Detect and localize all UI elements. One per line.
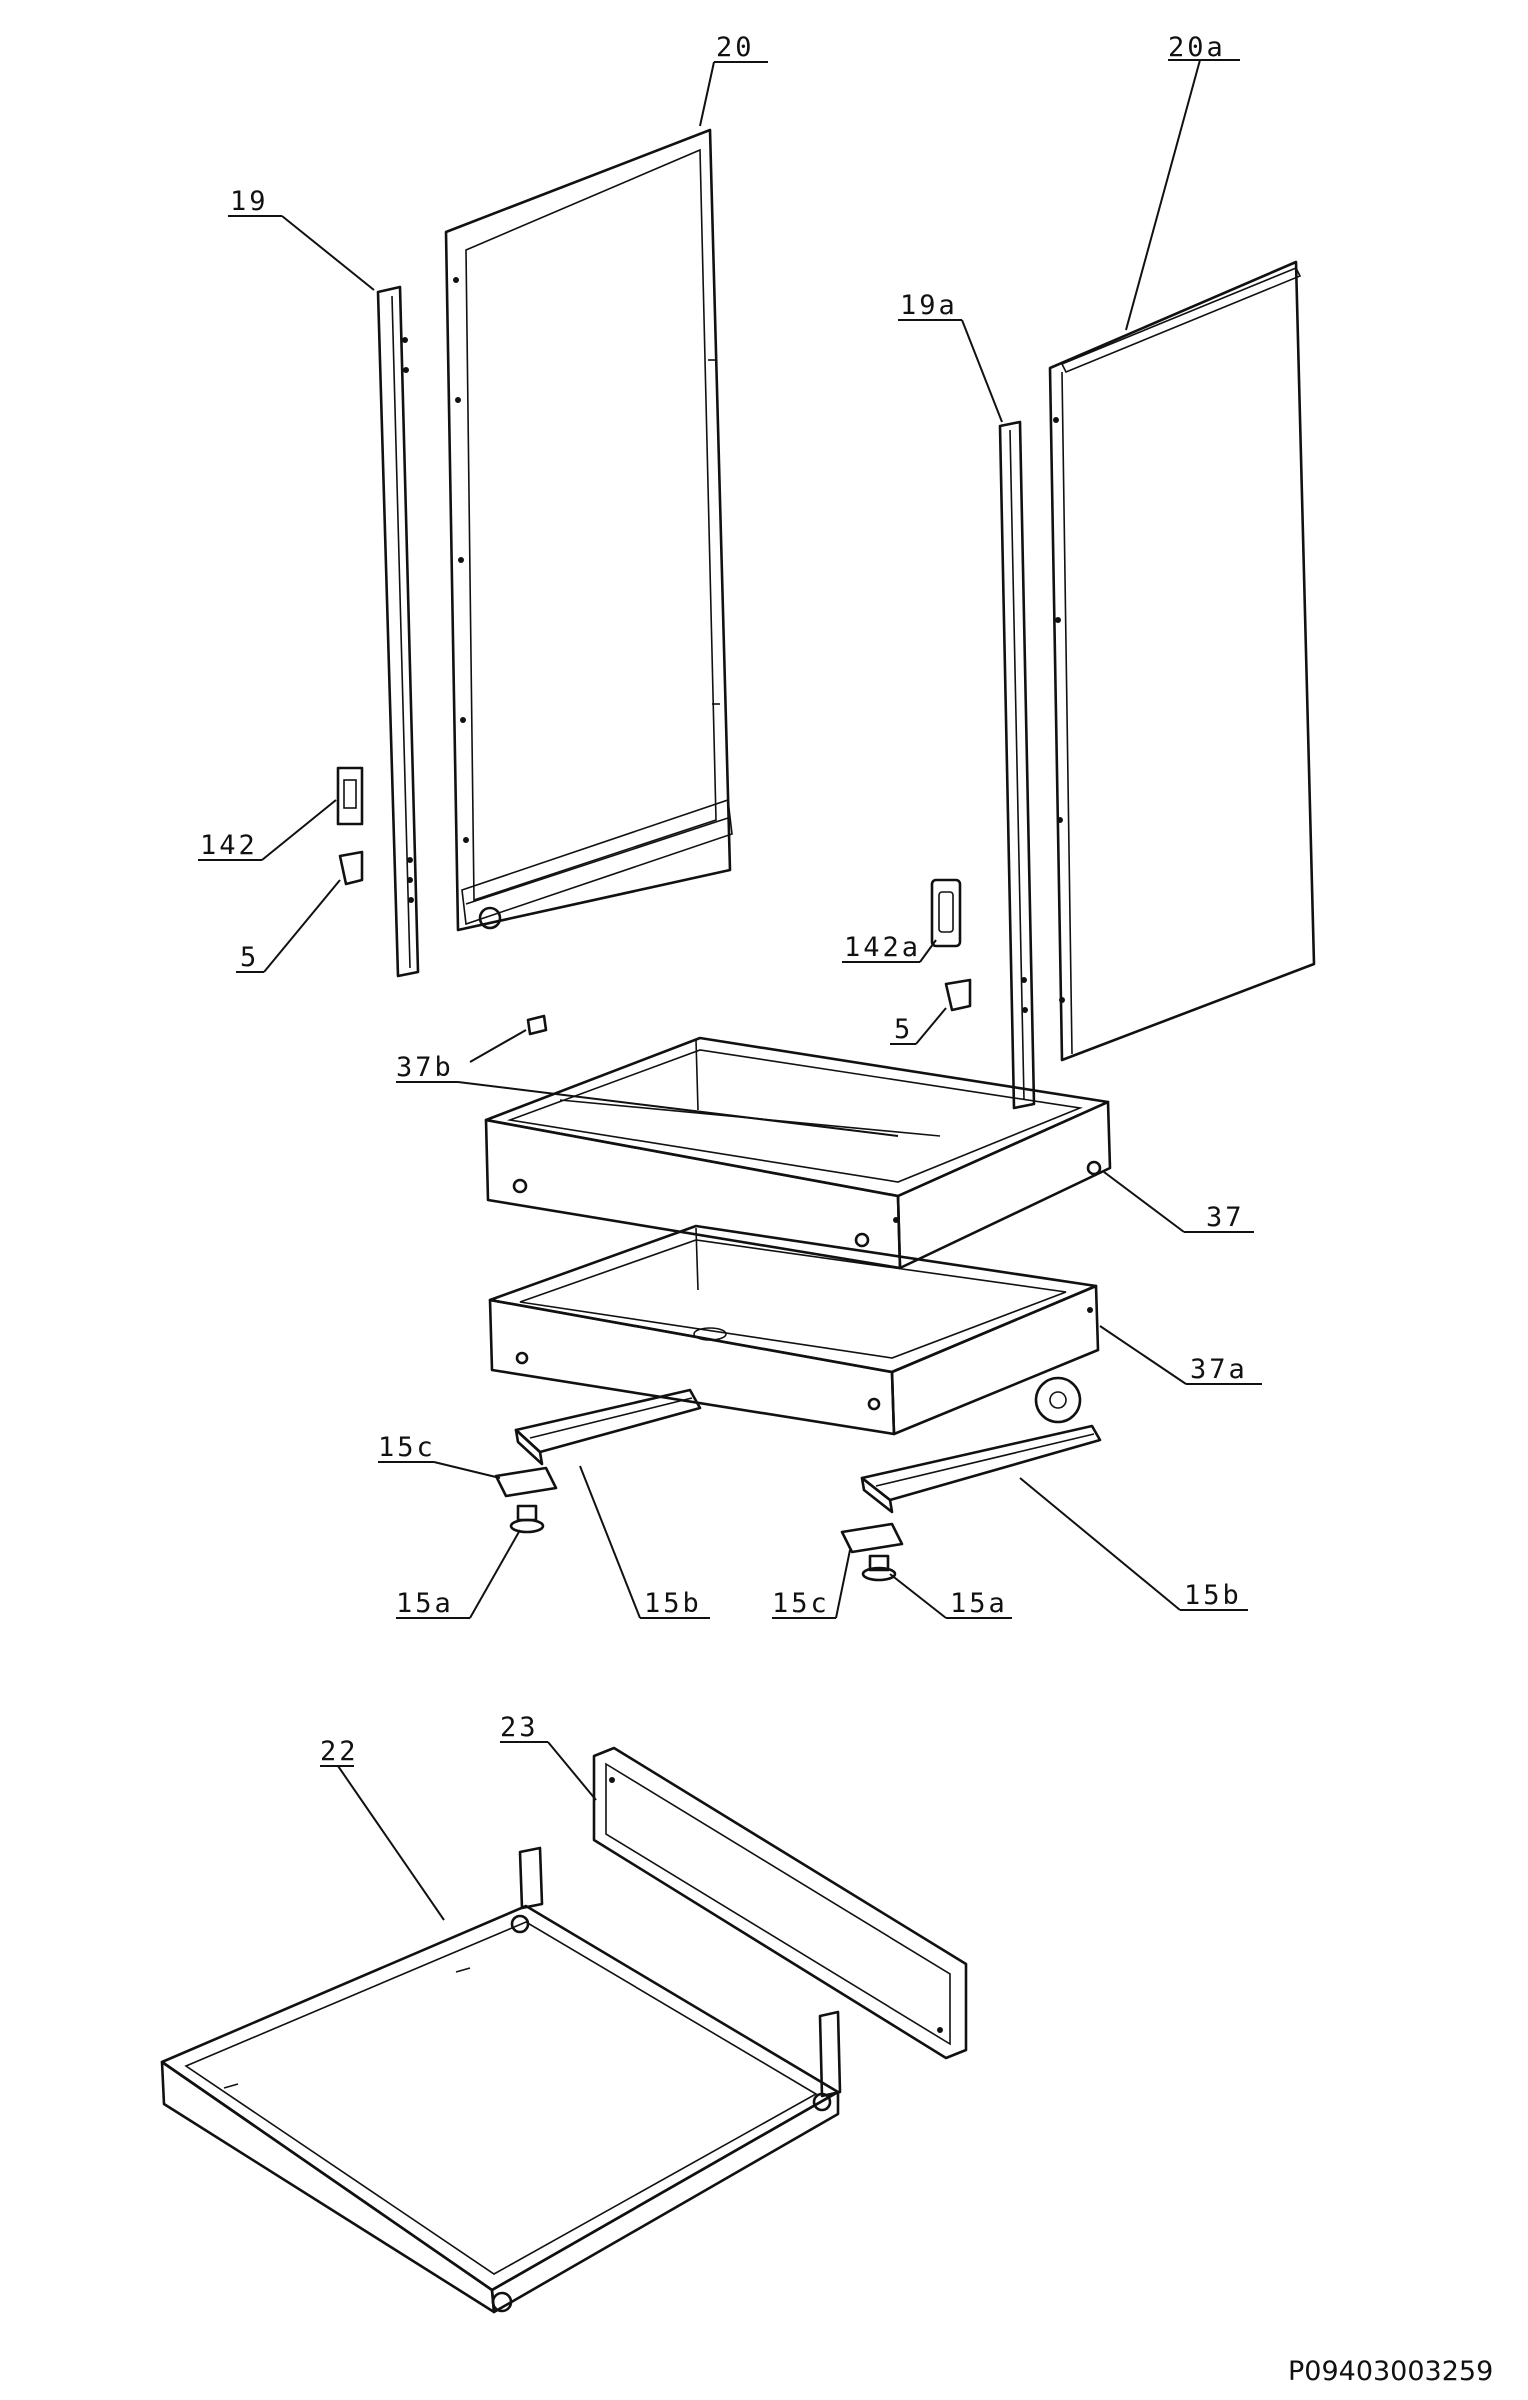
callout-142a: 142a xyxy=(844,932,921,963)
part-19-left-rail xyxy=(376,285,420,978)
part-37a-base-tray xyxy=(488,1224,1100,1436)
callout-15a-right: 15a xyxy=(950,1588,1008,1619)
part-37-base-frame xyxy=(484,1036,1112,1270)
callout-37a: 37a xyxy=(1190,1354,1248,1385)
callout-15c-left: 15c xyxy=(378,1432,436,1463)
part-15c-left-plate xyxy=(494,1466,558,1498)
part-15a-right-foot xyxy=(861,1554,897,1582)
part-142-left-latch xyxy=(336,766,364,826)
part-22-bottom-tray xyxy=(160,1846,842,2314)
part-19a-right-rail xyxy=(998,420,1036,1110)
part-15b-right-skid xyxy=(860,1376,1102,1514)
part-15b-left-skid xyxy=(514,1388,702,1466)
part-15a-left-foot xyxy=(509,1504,545,1534)
part-5-right-clip xyxy=(944,978,972,1012)
callout-37b: 37b xyxy=(396,1052,454,1083)
part-5-left-clip xyxy=(338,850,364,886)
part-20-door-frame xyxy=(444,128,733,932)
leader-lines xyxy=(198,59,1262,1921)
callout-22: 22 xyxy=(320,1736,359,1767)
part-20a-side-panel xyxy=(1048,260,1316,1062)
part-23-back-plate xyxy=(592,1746,968,2060)
callout-15b-left: 15b xyxy=(644,1588,702,1619)
callout-15c-right: 15c xyxy=(772,1588,830,1619)
callout-5-left: 5 xyxy=(240,942,259,973)
callout-23: 23 xyxy=(500,1712,539,1743)
part-37b-clip xyxy=(526,1014,548,1036)
callout-15b-right: 15b xyxy=(1184,1580,1242,1611)
callout-20a: 20a xyxy=(1168,32,1226,63)
part-15c-right-plate xyxy=(840,1522,904,1554)
drawing-code: P09403003259 xyxy=(1288,2356,1493,2387)
callout-20: 20 xyxy=(716,32,755,63)
callout-15a-left: 15a xyxy=(396,1588,454,1619)
callout-37: 37 xyxy=(1206,1202,1245,1233)
callout-5-right: 5 xyxy=(894,1014,913,1045)
callout-19: 19 xyxy=(230,186,269,217)
part-142a-right-latch xyxy=(930,878,962,948)
callout-142: 142 xyxy=(200,830,258,861)
callout-19a: 19a xyxy=(900,290,958,321)
